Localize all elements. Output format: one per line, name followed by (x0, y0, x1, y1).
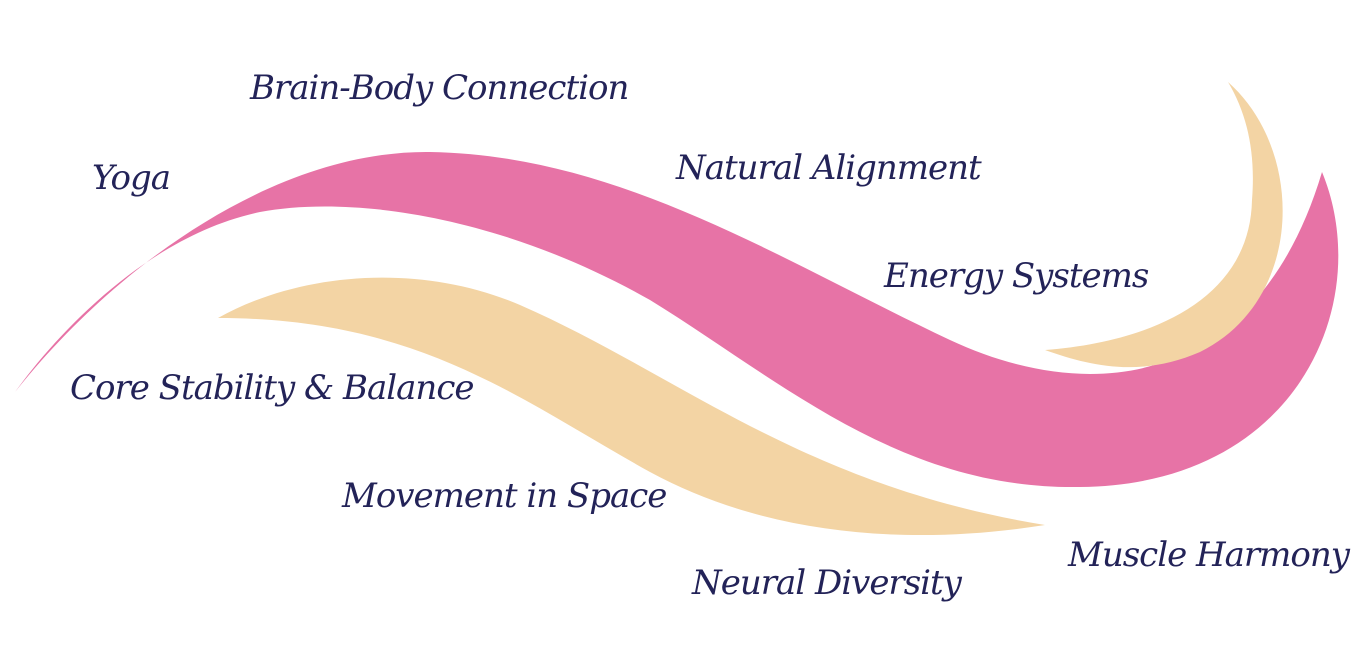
label-neural-diversity: Neural Diversity (692, 563, 962, 603)
pink-wave (15, 151, 1339, 488)
label-core-stability-balance: Core Stability & Balance (70, 368, 474, 408)
label-muscle-harmony: Muscle Harmony (1068, 535, 1350, 575)
label-energy-systems: Energy Systems (884, 256, 1149, 296)
label-movement-in-space: Movement in Space (342, 476, 667, 516)
label-yoga: Yoga (92, 158, 171, 198)
label-natural-alignment: Natural Alignment (676, 148, 982, 188)
label-brain-body-connection: Brain-Body Connection (250, 68, 629, 108)
tan-crescent (1045, 82, 1283, 368)
tan-lower-wave (218, 277, 1045, 536)
